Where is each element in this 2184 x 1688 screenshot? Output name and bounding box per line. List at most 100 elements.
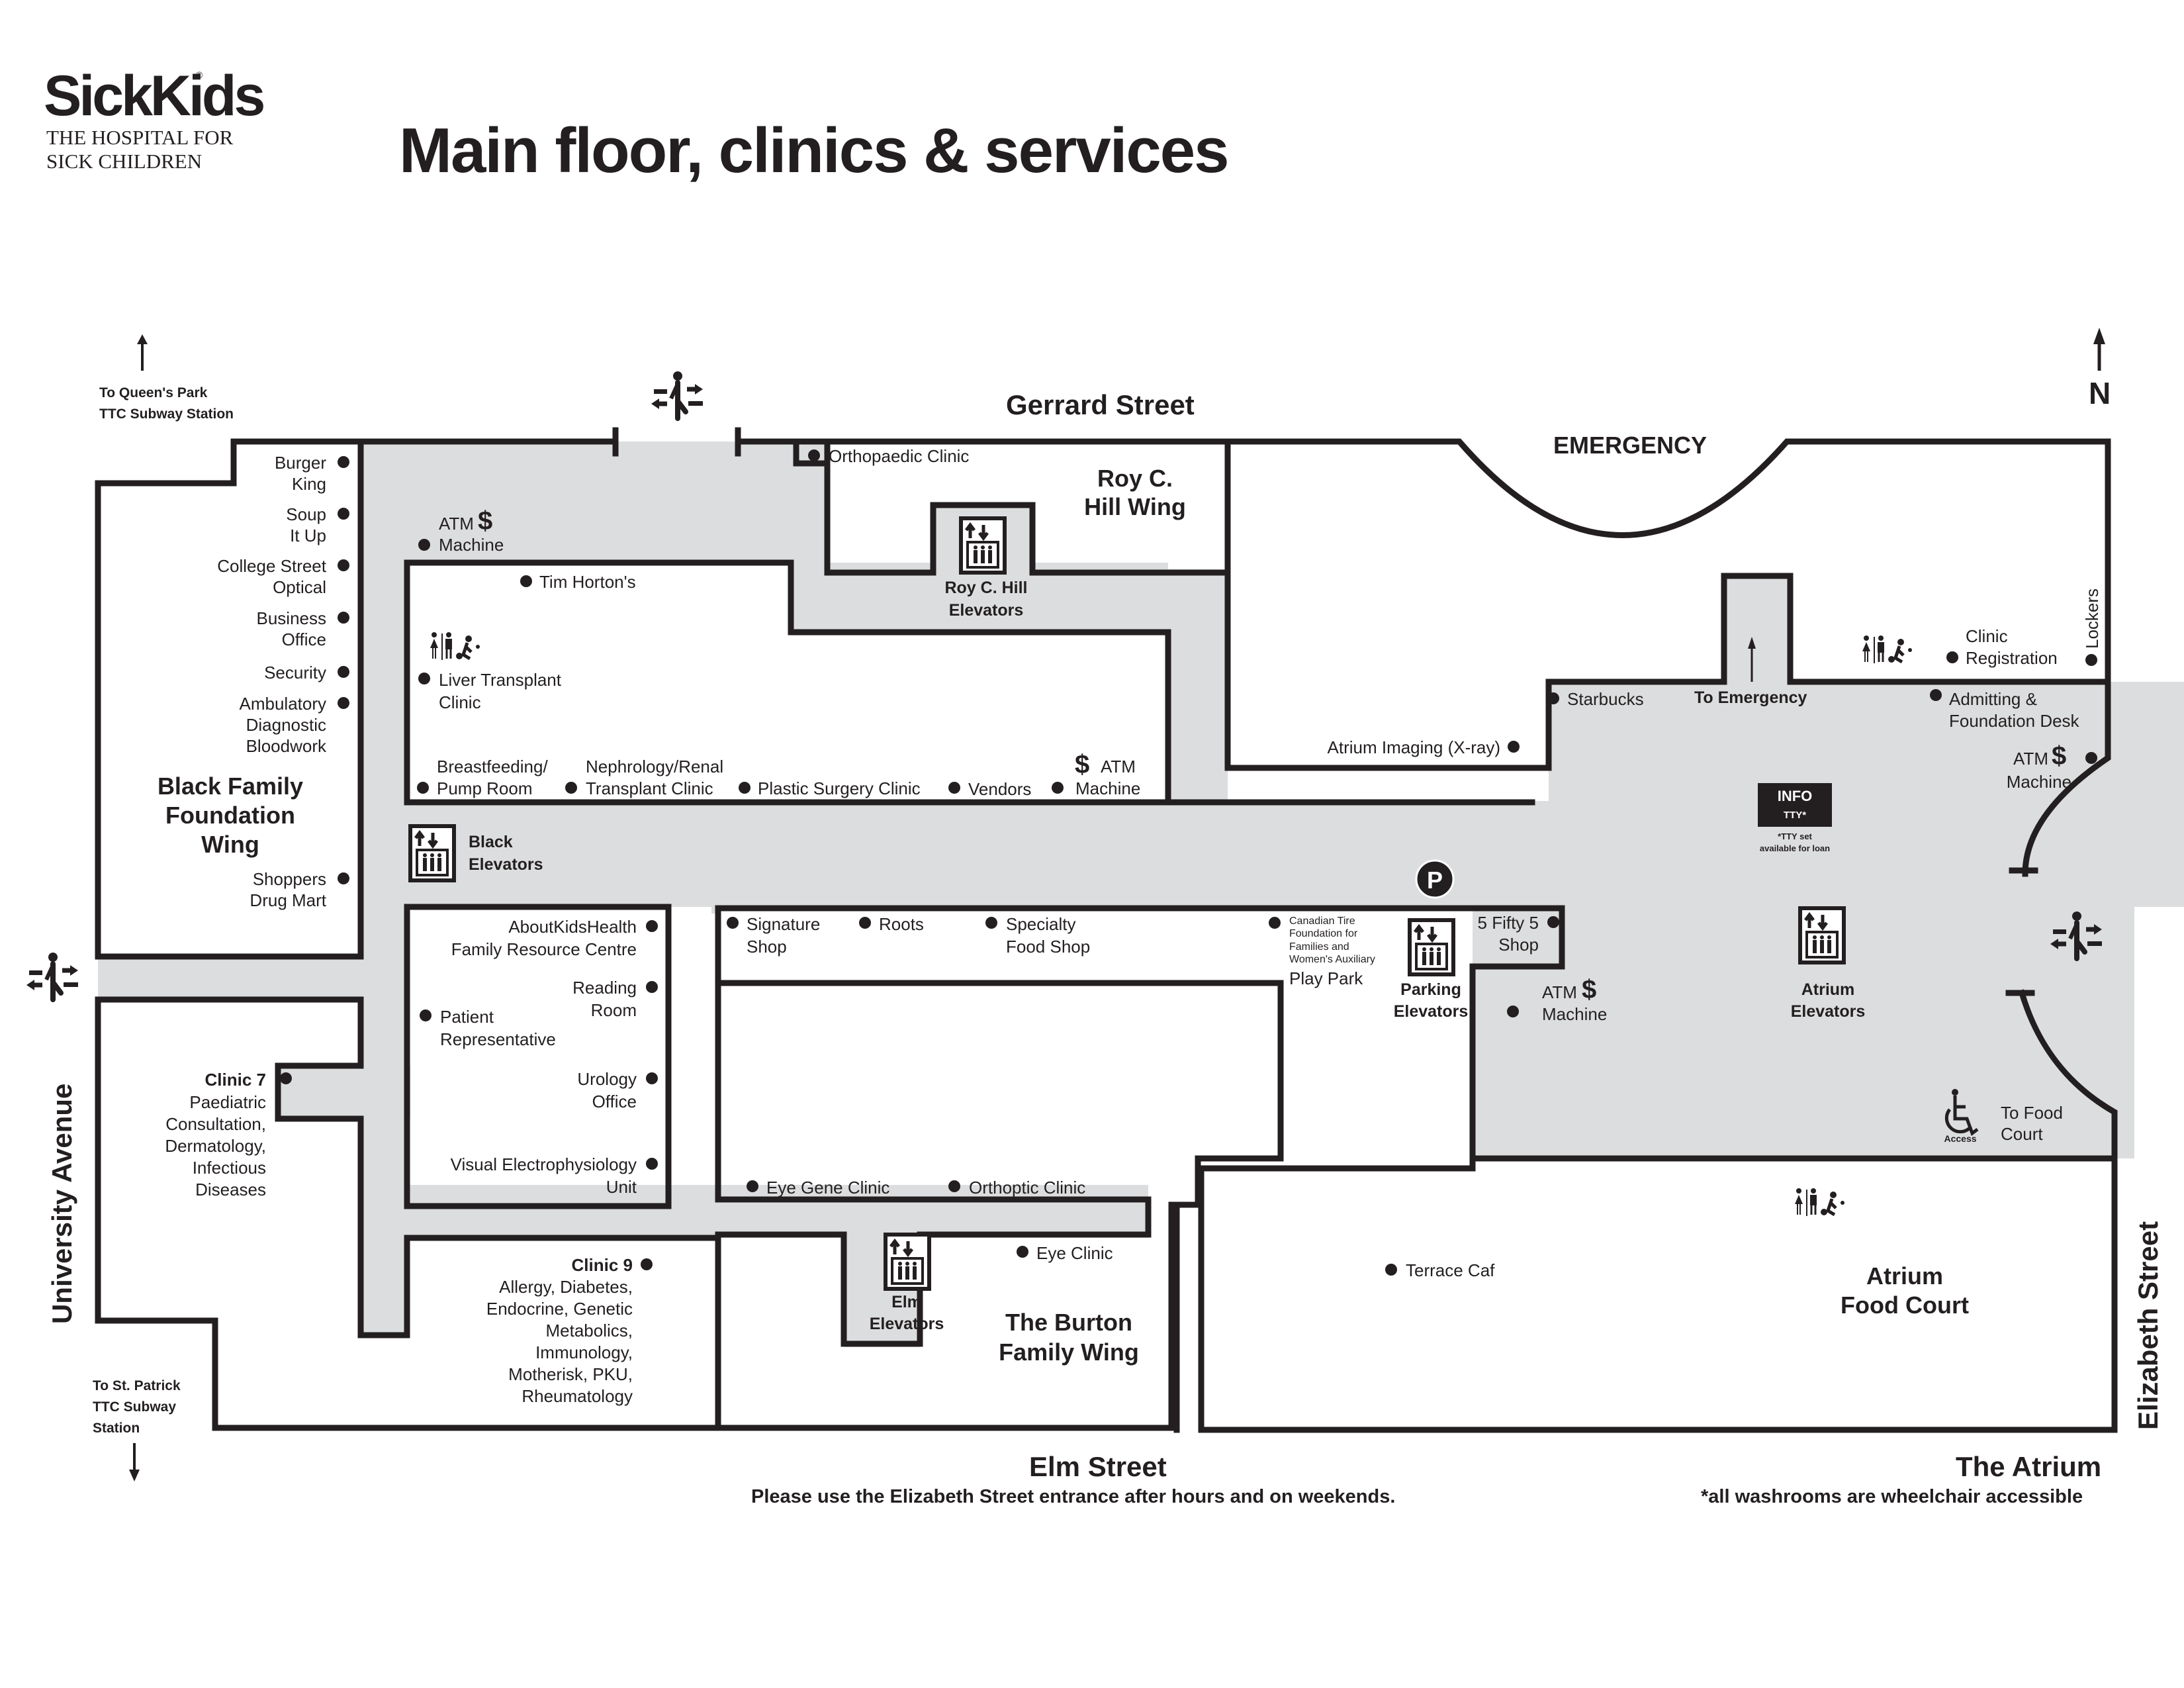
location-atrium-imaging[interactable]: Atrium Imaging (X-ray) — [1328, 737, 1520, 757]
svg-text:Representative: Representative — [440, 1029, 556, 1049]
location-orthoptic-clinic[interactable]: Orthoptic Clinic — [948, 1178, 1085, 1197]
location-atm-4[interactable]: ATM Machine — [1507, 975, 1607, 1024]
svg-text:Allergy, Diabetes,: Allergy, Diabetes, — [499, 1277, 633, 1297]
info-desk[interactable]: INFO TTY* *TTY set available for loan — [1758, 783, 1832, 853]
location-specialty-food-shop[interactable]: Specialty Food Shop — [985, 914, 1090, 957]
svg-text:Atrium: Atrium — [1866, 1262, 1943, 1289]
location-ambulatory-bloodwork[interactable]: Ambulatory Diagnostic Bloodwork — [240, 694, 350, 756]
elm-elevators[interactable]: Elm Elevators — [870, 1235, 944, 1333]
svg-text:Security: Security — [264, 663, 326, 682]
svg-text:Wing: Wing — [201, 831, 259, 858]
location-lockers[interactable]: Lockers — [2082, 588, 2102, 666]
svg-text:Elm: Elm — [891, 1293, 922, 1311]
location-atm-3[interactable]: ATM Machine — [2007, 741, 2097, 792]
svg-text:TTC Subway: TTC Subway — [93, 1399, 176, 1415]
svg-text:Shop: Shop — [1498, 935, 1539, 955]
svg-text:To Queen's Park: To Queen's Park — [99, 385, 208, 400]
washroom-note: *all washrooms are wheelchair accessible — [1701, 1486, 2083, 1507]
svg-text:Nephrology/Renal: Nephrology/Renal — [586, 757, 723, 776]
elevator-icon — [1410, 920, 1453, 974]
entrance-icon-university — [26, 953, 78, 1000]
parking-elevators[interactable]: Parking Elevators — [1394, 920, 1469, 1021]
svg-text:Soup: Soup — [286, 504, 326, 524]
svg-text:AboutKidsHealth: AboutKidsHealth — [508, 917, 637, 937]
location-orthopaedic[interactable]: Orthopaedic Clinic — [808, 446, 969, 466]
location-eye-gene-clinic[interactable]: Eye Gene Clinic — [747, 1178, 889, 1197]
parking-icon: P — [1415, 859, 1455, 899]
location-aboutkidshealth[interactable]: AboutKidsHealth Family Resource Centre — [451, 917, 658, 959]
location-soup-it-up[interactable]: Soup It Up — [286, 504, 349, 545]
location-clinic-7[interactable]: Clinic 7 Paediatric Consultation, Dermat… — [165, 1070, 292, 1199]
roy-c-hill-elevators[interactable]: Roy C. Hill Elevators — [944, 518, 1028, 620]
location-security[interactable]: Security — [264, 663, 349, 682]
svg-text:To St. Patrick: To St. Patrick — [93, 1378, 181, 1393]
location-nephrology[interactable]: Nephrology/Renal Transplant Clinic — [565, 757, 723, 798]
svg-text:Room: Room — [591, 1000, 637, 1020]
svg-text:Foundation Desk: Foundation Desk — [1949, 711, 2080, 731]
svg-text:Infectious: Infectious — [193, 1158, 266, 1178]
svg-text:Elevators: Elevators — [1791, 1002, 1866, 1021]
location-canadian-tire-play-park[interactable]: Canadian Tire Foundation for Families an… — [1269, 915, 1375, 988]
location-clinic-registration[interactable]: Clinic Registration — [1946, 626, 2058, 668]
street-elm: Elm Street — [1029, 1451, 1167, 1482]
svg-text:Roy C. Hill: Roy C. Hill — [944, 579, 1027, 597]
logo-line-2: SICK CHILDREN — [46, 150, 202, 173]
svg-text:Starbucks: Starbucks — [1567, 689, 1644, 709]
svg-text:Clinic 9: Clinic 9 — [572, 1255, 633, 1275]
atrium-elevators[interactable]: Atrium Elevators — [1791, 908, 1866, 1021]
svg-text:College Street: College Street — [217, 556, 327, 576]
walls — [95, 427, 2118, 1433]
elevator-icon — [886, 1235, 929, 1289]
location-reading-room[interactable]: Reading Room — [572, 978, 658, 1020]
svg-text:King: King — [292, 474, 326, 494]
location-admitting[interactable]: Admitting & Foundation Desk — [1930, 689, 2080, 731]
page-title: Main floor, clinics & services — [399, 115, 1228, 186]
north-arrow-icon: N — [2089, 328, 2111, 410]
svg-text:Consultation,: Consultation, — [165, 1114, 266, 1134]
location-atm-1[interactable]: ATM Machine — [418, 506, 504, 555]
svg-text:P: P — [1427, 867, 1443, 894]
svg-text:Shop: Shop — [747, 937, 787, 957]
svg-text:To Food: To Food — [2001, 1103, 2063, 1123]
location-college-street-optical[interactable]: College Street Optical — [217, 556, 349, 597]
location-terrace-caf[interactable]: Terrace Caf — [1385, 1260, 1495, 1280]
location-visual-electrophysiology[interactable]: Visual Electrophysiology Unit — [451, 1154, 658, 1197]
black-family-wing-label: Black Family Foundation Wing — [158, 773, 303, 858]
svg-text:Reading: Reading — [572, 978, 637, 998]
svg-text:Liver Transplant: Liver Transplant — [439, 670, 562, 690]
svg-text:ATM: ATM — [1101, 757, 1136, 776]
washroom-icon — [1795, 1188, 1844, 1216]
svg-text:Ambulatory: Ambulatory — [240, 694, 327, 714]
location-eye-clinic[interactable]: Eye Clinic — [1017, 1243, 1113, 1263]
street-university: University Avenue — [46, 1084, 77, 1324]
svg-text:Paediatric: Paediatric — [189, 1092, 266, 1112]
svg-text:Elevators: Elevators — [870, 1315, 944, 1333]
elevator-icon — [1800, 908, 1844, 962]
location-tim-hortons[interactable]: Tim Horton's — [520, 572, 636, 592]
location-patient-representative[interactable]: Patient Representative — [420, 1007, 556, 1049]
location-plastic-surgery[interactable]: Plastic Surgery Clinic — [739, 778, 921, 798]
location-breastfeeding[interactable]: Breastfeeding/ Pump Room — [417, 757, 548, 798]
location-starbucks[interactable]: Starbucks — [1547, 689, 1644, 709]
svg-text:Eye Clinic: Eye Clinic — [1036, 1243, 1113, 1263]
location-clinic-9[interactable]: Clinic 9 Allergy, Diabetes, Endocrine, G… — [486, 1255, 653, 1406]
svg-text:Canadian Tire: Canadian Tire — [1289, 915, 1355, 927]
burton-family-wing-label: The Burton Family Wing — [999, 1309, 1139, 1366]
location-vendors[interactable]: Vendors — [948, 779, 1031, 799]
svg-text:Play Park: Play Park — [1289, 968, 1363, 988]
location-roots[interactable]: Roots — [859, 914, 924, 934]
location-signature-shop[interactable]: Signature Shop — [727, 914, 820, 957]
the-atrium-label: The Atrium — [1956, 1451, 2101, 1482]
location-urology[interactable]: Urology Office — [577, 1069, 658, 1111]
black-elevators[interactable]: Black Elevators — [410, 826, 543, 880]
location-burger-king[interactable]: Burger King — [275, 453, 349, 494]
location-shoppers-drug-mart[interactable]: Shoppers Drug Mart — [250, 869, 349, 910]
location-liver-transplant[interactable]: Liver Transplant Clinic — [418, 670, 562, 712]
location-atm-2[interactable]: ATM Machine — [1052, 750, 1140, 798]
svg-text:Court: Court — [2001, 1124, 2043, 1144]
location-business-office[interactable]: Business Office — [257, 608, 350, 649]
logo-registered: ® — [196, 70, 203, 80]
location-5-fifty-5-shop[interactable]: 5 Fifty 5 Shop — [1478, 913, 1559, 955]
svg-text:Elevators: Elevators — [949, 601, 1024, 620]
